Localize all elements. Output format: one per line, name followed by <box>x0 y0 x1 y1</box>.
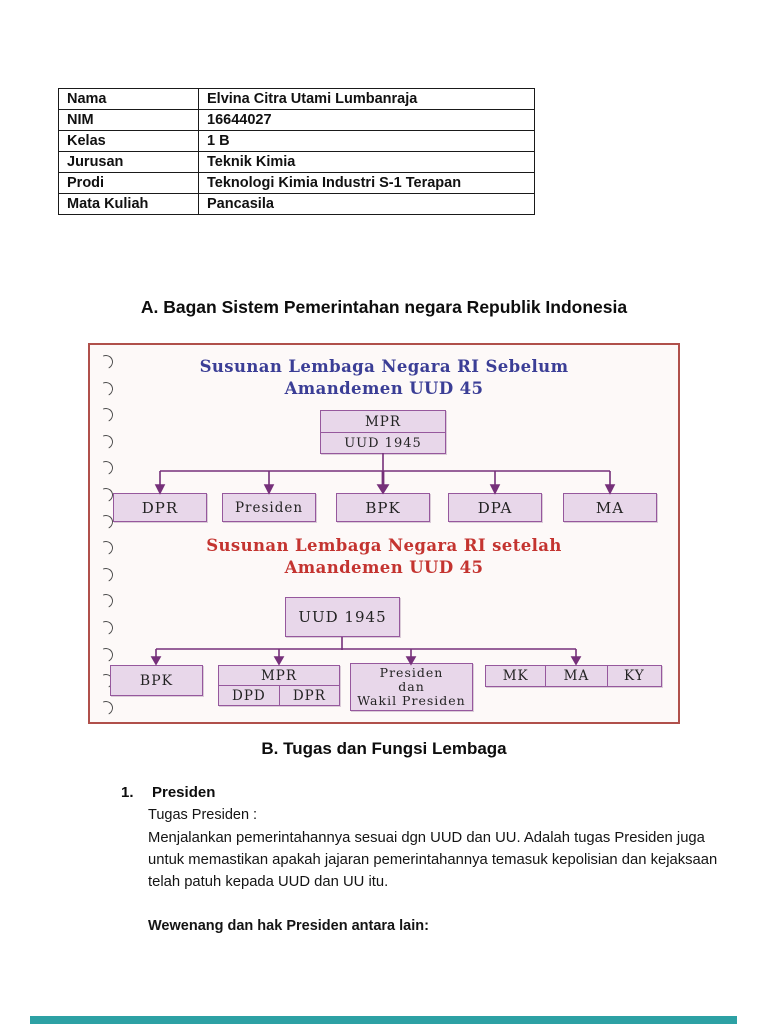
presiden-line3: Wakil Presiden <box>357 693 466 708</box>
chart-before-title-line1: Susunan Lembaga Negara RI Sebelum <box>199 357 569 376</box>
table-row: NIM 16644027 <box>58 109 535 131</box>
table-label: Jurusan <box>58 151 199 173</box>
list-item-presiden: 1. Presiden <box>121 784 215 801</box>
table-label: Kelas <box>58 130 199 152</box>
table-value: Teknik Kimia <box>198 151 535 173</box>
table-row: Mata Kuliah Pancasila <box>58 193 535 215</box>
table-value: Elvina Citra Utami Lumbanraja <box>198 88 535 110</box>
node-dpa: DPA <box>448 493 542 522</box>
node-ky-label: KY <box>606 666 661 686</box>
presiden-line2: dan <box>398 679 425 694</box>
binder-hole <box>97 645 115 664</box>
list-item-number: 1. <box>121 784 134 801</box>
node-bpk: BPK <box>336 493 430 522</box>
tugas-presiden-subheading: Tugas Presiden : <box>148 807 258 823</box>
node-uud1945-root: UUD 1945 <box>285 597 400 637</box>
node-mpr-after-label: MPR <box>219 666 339 686</box>
section-b-heading: B. Tugas dan Fungsi Lembaga <box>261 739 507 758</box>
government-structure-figure: Susunan Lembaga Negara RI Sebelum Amande… <box>88 343 680 724</box>
node-dpr: DPR <box>113 493 207 522</box>
chart-after-title-line2: Amandemen UUD 45 <box>284 558 484 577</box>
binder-hole <box>97 592 115 611</box>
table-label: NIM <box>58 109 199 131</box>
node-bpk-after: BPK <box>110 665 203 696</box>
node-mk-label: MK <box>502 668 529 684</box>
node-presiden: Presiden <box>222 493 316 522</box>
table-value: Pancasila <box>198 193 535 215</box>
binder-hole <box>97 619 115 637</box>
chart-before-title-line2: Amandemen UUD 45 <box>284 379 484 398</box>
node-mk-ma-ky: MK MA KY <box>485 665 662 687</box>
table-row: Jurusan Teknik Kimia <box>58 151 535 173</box>
binder-hole <box>97 406 115 425</box>
node-uud1945-label: UUD 1945 <box>344 435 422 451</box>
wewenang-line: Wewenang dan hak Presiden antara lain: <box>148 918 429 934</box>
node-mpr-label: MPR <box>321 411 445 433</box>
table-row: Prodi Teknologi Kimia Industri S-1 Terap… <box>58 172 535 194</box>
table-label: Nama <box>58 88 199 110</box>
binder-hole <box>97 459 115 478</box>
node-ma: MA <box>563 493 657 522</box>
chart-after-title-line1: Susunan Lembaga Negara RI setelah <box>206 536 562 555</box>
student-info-table: Nama Elvina Citra Utami Lumbanraja NIM 1… <box>58 88 535 215</box>
node-dpr-after-label: DPR <box>278 686 339 705</box>
node-ma-after-label: MA <box>545 666 606 686</box>
binder-hole <box>97 698 115 717</box>
node-presiden-wakil: Presiden dan Wakil Presiden <box>350 663 473 711</box>
table-row: Kelas 1 B <box>58 130 535 152</box>
node-mpr-group: MPR DPD DPR <box>218 665 340 706</box>
tugas-presiden-paragraph: Menjalankan pemerintahannya sesuai dgn U… <box>148 830 718 890</box>
node-dpd-label: DPD <box>232 687 266 704</box>
table-label: Prodi <box>58 172 199 194</box>
binder-hole <box>97 432 115 451</box>
next-page-edge <box>30 1016 737 1024</box>
table-value: 1 B <box>198 130 535 152</box>
list-item-title: Presiden <box>152 784 216 801</box>
table-label: Mata Kuliah <box>58 193 199 215</box>
section-a-heading: A. Bagan Sistem Pemerintahan negara Repu… <box>140 297 628 317</box>
node-mpr-uud1945: MPR UUD 1945 <box>320 410 446 454</box>
table-value: Teknologi Kimia Industri S-1 Terapan <box>198 172 535 194</box>
table-value: 16644027 <box>198 109 535 131</box>
table-row: Nama Elvina Citra Utami Lumbanraja <box>58 88 535 110</box>
presiden-line1: Presiden <box>379 665 444 680</box>
